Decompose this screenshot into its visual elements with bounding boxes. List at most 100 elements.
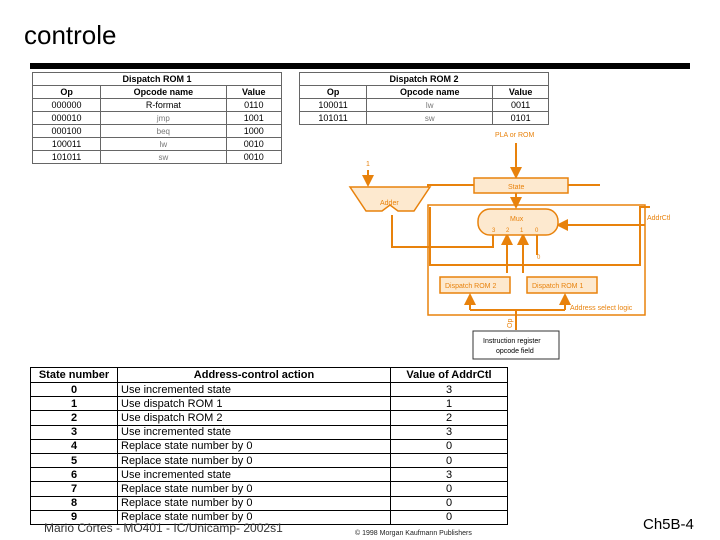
table-row: 000100 beq 1000 — [31, 124, 283, 138]
rom1-opcode: jmp — [100, 111, 227, 125]
addrctl-value: 0 — [390, 495, 508, 511]
addrctl-value: 2 — [390, 410, 508, 426]
addrctl-value: 0 — [390, 481, 508, 497]
footer-author: Mario Côrtes - MO401 - IC/Unicamp- 2002s… — [44, 521, 283, 535]
table-row: 000000 R-format 0110 — [31, 98, 283, 112]
rom1-header-value: Value — [225, 85, 283, 99]
zero-constant-label: 0 — [537, 255, 541, 261]
address-control-action: Use incremented state — [117, 381, 391, 398]
address-select-boundary — [429, 206, 650, 266]
rom2-value: 0011 — [492, 98, 549, 112]
rom1-op: 000000 — [31, 98, 102, 112]
adder-label: Adder — [380, 200, 399, 207]
state-number: 0 — [30, 381, 118, 398]
state-to-adder-wire — [427, 184, 474, 187]
header-state-number: State number — [30, 367, 118, 383]
address-control-action: Use incremented state — [117, 467, 391, 483]
rom2-op: 101011 — [298, 111, 368, 125]
table-row: 101011 sw 0010 — [31, 150, 283, 164]
pla-rom-label: PLA or ROM — [495, 132, 534, 139]
rom2-header-op: Op — [298, 85, 368, 99]
state-number: 4 — [30, 438, 118, 454]
address-select-logic-label: Address select logic — [570, 305, 633, 312]
rom2-op: 100011 — [298, 98, 368, 112]
rom2-value: 0101 — [492, 111, 549, 125]
rom1-opcode: R-format — [100, 98, 227, 112]
sequencer-control-diagram: Adder State Mux 3 2 1 0 0 Dispatch ROM 2… — [348, 132, 671, 360]
address-control-action: Use dispatch ROM 2 — [117, 410, 391, 426]
address-control-action: Replace state number by 0 — [117, 438, 391, 454]
address-control-action: Replace state number by 0 — [117, 509, 391, 525]
rom1-value: 0010 — [225, 150, 283, 164]
title-divider-bar — [30, 63, 690, 69]
rom1-op: 000010 — [31, 111, 102, 125]
state-number: 7 — [30, 481, 118, 497]
rom1-opcode: sw — [100, 150, 227, 164]
addrctl-label: AddrCtl — [647, 215, 671, 222]
table-row: 000010 jmp 1001 — [31, 111, 283, 125]
rom1-opcode: beq — [100, 124, 227, 138]
dispatch-rom-1-table: Dispatch ROM 1 Op Opcode name Value 0000… — [31, 72, 283, 164]
state-number: 9 — [30, 509, 118, 525]
rom1-value: 1001 — [225, 111, 283, 125]
rom1-value: 0010 — [225, 137, 283, 151]
address-control-action: Replace state number by 0 — [117, 452, 391, 469]
dispatch-rom-2-label: Dispatch ROM 2 — [445, 283, 496, 290]
footer-slide-number: Ch5B-4 — [643, 516, 694, 533]
addrctl-value: 0 — [390, 452, 508, 469]
dispatch-rom-1-box — [526, 276, 598, 294]
mux-input-3: 3 — [492, 228, 496, 234]
op-label: Op — [507, 319, 514, 328]
addrctl-value: 1 — [390, 396, 508, 412]
state-number: 2 — [30, 410, 118, 426]
addrctl-value: 3 — [390, 424, 508, 440]
mux-input-0: 0 — [535, 228, 539, 234]
ir-label-line1: Instruction register — [483, 338, 541, 345]
rom1-opcode: lw — [100, 137, 227, 151]
addrctl-value: 3 — [390, 467, 508, 483]
state-register — [473, 177, 569, 194]
address-select-logic-border — [427, 204, 646, 316]
mux-input-1: 1 — [520, 228, 524, 234]
rom1-value: 0110 — [225, 98, 283, 112]
rom2-opcode: sw — [366, 111, 494, 125]
rom1-op: 000100 — [31, 124, 102, 138]
ir-label-line2: opcode field — [496, 348, 534, 355]
table-row: 101011 sw 0101 — [298, 111, 549, 125]
rom1-op: 100011 — [31, 137, 102, 151]
mux-label: Mux — [510, 216, 524, 223]
addrctl-value: 0 — [390, 438, 508, 454]
state-number: 8 — [30, 495, 118, 511]
dispatch-rom-2-table: Dispatch ROM 2 Op Opcode name Value 1000… — [298, 72, 549, 125]
addrctl-value: 3 — [390, 381, 508, 398]
mux-input-2: 2 — [506, 228, 510, 234]
rom1-header-op: Op — [31, 85, 102, 99]
dispatch-rom-2-box — [439, 276, 511, 294]
address-control-action: Use dispatch ROM 1 — [117, 396, 391, 412]
address-control-table: State number Address-control action Valu… — [30, 367, 508, 525]
adder-shape — [348, 186, 432, 212]
header-addrctl-value: Value of AddrCtl — [390, 367, 508, 383]
instruction-register-box — [472, 330, 560, 360]
address-control-action: Replace state number by 0 — [117, 495, 391, 511]
address-control-action: Use incremented state — [117, 424, 391, 440]
header-address-control-action: Address-control action — [117, 367, 391, 383]
mux-shape — [477, 208, 559, 236]
rom1-value: 1000 — [225, 124, 283, 138]
rom2-header-value: Value — [492, 85, 549, 99]
state-number: 6 — [30, 467, 118, 483]
slide-title: controle — [24, 20, 117, 50]
rom2-opcode: lw — [366, 98, 494, 112]
rom2-header-opcode: Opcode name — [366, 85, 494, 99]
state-number: 3 — [30, 424, 118, 440]
rom1-op: 101011 — [31, 150, 102, 164]
